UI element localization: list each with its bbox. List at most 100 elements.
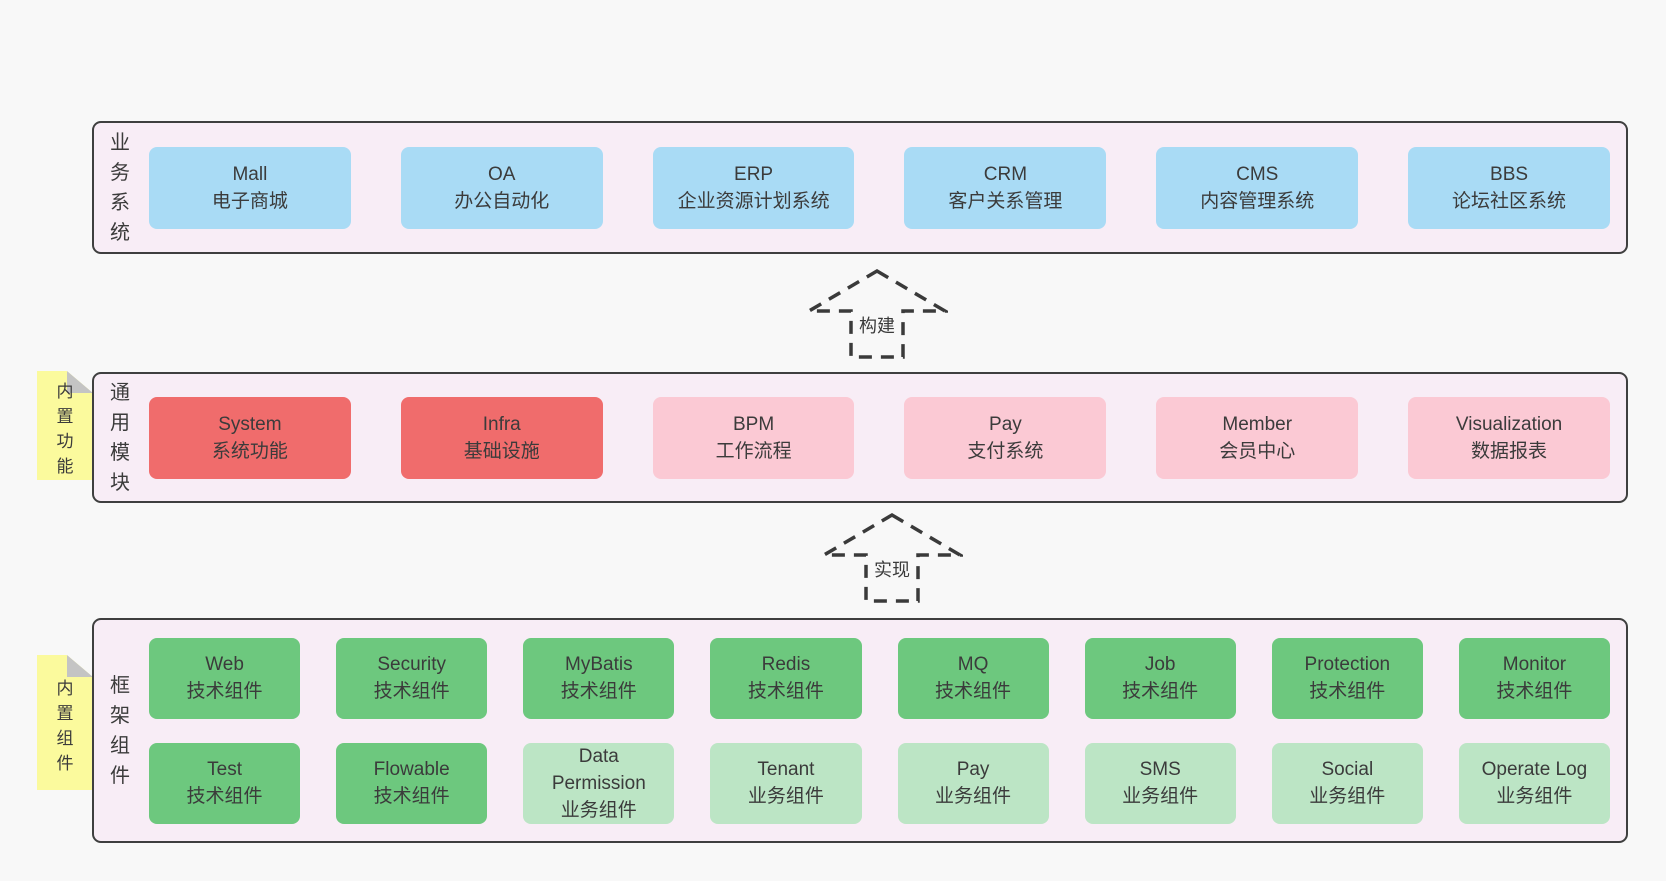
sticky-fold-corner-icon: [67, 655, 93, 677]
box-test: Test 技术组件: [149, 742, 301, 824]
box-monitor: Monitor 技术组件: [1458, 637, 1610, 719]
box-mall: Mall 电子商城: [149, 146, 351, 229]
box-pay: Pay 支付系统: [904, 396, 1107, 479]
box-subtitle: 技术组件: [1309, 681, 1386, 702]
box-title: Security: [377, 654, 446, 675]
layer-framework-components: 框架组件 Web 技术组件 Security 技术组件 MyBatis 技术组件…: [92, 618, 1628, 843]
box-title: BBS: [1490, 163, 1529, 185]
layer-business-systems: 业务系统 Mall 电子商城 OA 办公自动化 ERP 企业资源计划系统 CRM…: [92, 121, 1628, 254]
box-protection: Protection 技术组件: [1271, 637, 1423, 719]
framework-row-1: Web 技术组件 Security 技术组件 MyBatis 技术组件 Redi…: [149, 637, 1610, 719]
box-operate-log: Operate Log 业务组件: [1458, 742, 1610, 824]
box-subtitle: 业务组件: [1309, 786, 1386, 807]
box-bbs: BBS 论坛社区系统: [1408, 146, 1610, 229]
box-title: Job: [1144, 654, 1176, 675]
box-title: CRM: [983, 163, 1028, 185]
box-title: Operate Log: [1481, 759, 1588, 780]
box-member: Member 会员中心: [1156, 396, 1359, 479]
framework-row-2: Test 技术组件 Flowable 技术组件 Data Permission …: [149, 742, 1610, 824]
box-erp: ERP 企业资源计划系统: [652, 146, 855, 229]
box-title: Social: [1321, 759, 1374, 780]
box-subtitle: 工作流程: [715, 440, 792, 462]
box-subtitle: 论坛社区系统: [1452, 190, 1567, 212]
layer-side-label: 框架组件: [110, 674, 130, 787]
box-subtitle: 技术组件: [1122, 681, 1199, 702]
box-sms: SMS 业务组件: [1084, 742, 1236, 824]
box-title: Infra: [482, 413, 521, 435]
framework-components-rows: Web 技术组件 Security 技术组件 MyBatis 技术组件 Redi…: [149, 637, 1610, 824]
box-title: Visualization: [1455, 413, 1563, 435]
box-title: Member: [1222, 413, 1293, 435]
box-subtitle: 技术组件: [186, 681, 263, 702]
sticky-note-builtin-features: 内置功能: [37, 371, 93, 480]
box-subtitle: 技术组件: [560, 681, 637, 702]
arrow-build: 构建: [806, 268, 948, 360]
box-title: Monitor: [1502, 654, 1567, 675]
sticky-note-builtin-components: 内置组件: [37, 655, 93, 790]
box-subtitle: 技术组件: [747, 681, 824, 702]
box-data-permission: Data Permission 业务组件: [523, 742, 675, 824]
business-systems-row: Mall 电子商城 OA 办公自动化 ERP 企业资源计划系统 CRM 客户关系…: [149, 146, 1610, 229]
box-subtitle: 技术组件: [186, 786, 263, 807]
box-title: SMS: [1139, 759, 1181, 780]
box-subtitle: 电子商城: [211, 190, 288, 212]
box-infra: Infra 基础设施: [400, 396, 603, 479]
arrow-label: 实现: [871, 558, 913, 582]
box-subtitle: 技术组件: [1496, 681, 1573, 702]
box-system: System 系统功能: [149, 396, 351, 479]
box-pay-component: Pay 业务组件: [897, 742, 1049, 824]
box-visualization: Visualization 数据报表: [1408, 396, 1610, 479]
box-subtitle: 内容管理系统: [1200, 190, 1315, 212]
box-title: ERP: [734, 163, 774, 185]
box-crm: CRM 客户关系管理: [904, 146, 1107, 229]
box-title: Test: [207, 759, 242, 780]
layer-side-label: 业务系统: [110, 131, 130, 244]
arrow-implement: 实现: [821, 512, 963, 604]
box-subtitle: 系统功能: [211, 440, 288, 462]
box-title: Web: [205, 654, 244, 675]
box-cms: CMS 内容管理系统: [1156, 146, 1359, 229]
box-subtitle: 基础设施: [463, 440, 540, 462]
box-job: Job 技术组件: [1084, 637, 1236, 719]
box-title: Data Permission: [551, 745, 646, 794]
box-title: Tenant: [757, 759, 815, 780]
box-title: MyBatis: [565, 654, 633, 675]
box-title: Protection: [1304, 654, 1391, 675]
box-subtitle: 会员中心: [1219, 440, 1296, 462]
arrow-label: 构建: [856, 314, 898, 338]
box-title: Mall: [232, 163, 268, 185]
box-social: Social 业务组件: [1271, 742, 1423, 824]
box-title: Pay: [956, 759, 990, 780]
layer-side-label: 通用模块: [110, 381, 130, 494]
box-flowable: Flowable 技术组件: [336, 742, 488, 824]
sticky-note-label: 内置功能: [56, 381, 74, 476]
common-modules-row: System 系统功能 Infra 基础设施 BPM 工作流程 Pay 支付系统…: [149, 396, 1610, 479]
box-title: BPM: [732, 413, 775, 435]
box-title: MQ: [957, 654, 989, 675]
box-subtitle: 技术组件: [373, 786, 450, 807]
box-mybatis: MyBatis 技术组件: [523, 637, 675, 719]
box-title: Flowable: [373, 759, 450, 780]
box-subtitle: 数据报表: [1471, 440, 1548, 462]
box-tenant: Tenant 业务组件: [710, 742, 862, 824]
box-title: OA: [488, 163, 516, 185]
box-web: Web 技术组件: [149, 637, 301, 719]
box-subtitle: 支付系统: [967, 440, 1044, 462]
box-subtitle: 业务组件: [560, 799, 637, 821]
box-title: Redis: [761, 654, 811, 675]
box-subtitle: 业务组件: [747, 786, 824, 807]
box-subtitle: 业务组件: [1122, 786, 1199, 807]
box-mq: MQ 技术组件: [897, 637, 1049, 719]
box-subtitle: 办公自动化: [454, 190, 550, 212]
box-subtitle: 客户关系管理: [948, 190, 1063, 212]
box-subtitle: 业务组件: [935, 786, 1012, 807]
box-title: Pay: [989, 413, 1022, 435]
sticky-note-label: 内置组件: [56, 678, 74, 773]
box-bpm: BPM 工作流程: [652, 396, 855, 479]
layer-common-modules: 通用模块 System 系统功能 Infra 基础设施 BPM 工作流程 Pay…: [92, 372, 1628, 503]
box-oa: OA 办公自动化: [400, 146, 603, 229]
box-subtitle: 技术组件: [935, 681, 1012, 702]
box-redis: Redis 技术组件: [710, 637, 862, 719]
box-title: System: [218, 413, 282, 435]
